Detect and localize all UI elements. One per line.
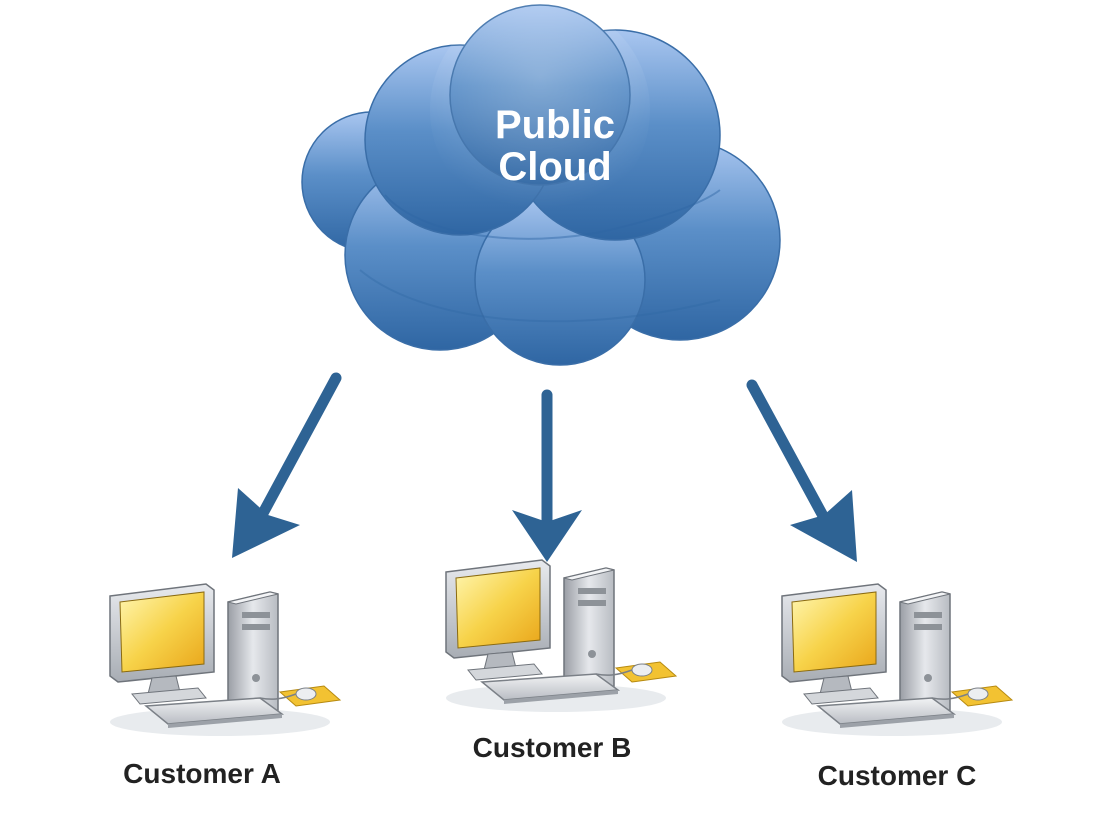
arrowhead-b xyxy=(512,510,582,562)
desktop-computer-icon xyxy=(781,583,1013,737)
desktop-computer-icon xyxy=(109,583,341,737)
arrowhead-c xyxy=(790,490,857,562)
customer-b-label: Customer B xyxy=(473,732,632,763)
customer-c-label: Customer C xyxy=(818,760,977,791)
cloud-icon xyxy=(301,0,781,366)
arrow-to-customer-c xyxy=(746,379,841,544)
cloud-title-line2: Cloud xyxy=(498,145,611,189)
arrowhead-a xyxy=(232,488,300,558)
customer-a-label: Customer A xyxy=(123,758,281,789)
arrow-to-customer-a xyxy=(249,372,342,534)
arrows xyxy=(249,372,841,544)
desktop-computer-icon xyxy=(445,559,677,713)
cloud-title-line1: Public xyxy=(495,103,615,147)
